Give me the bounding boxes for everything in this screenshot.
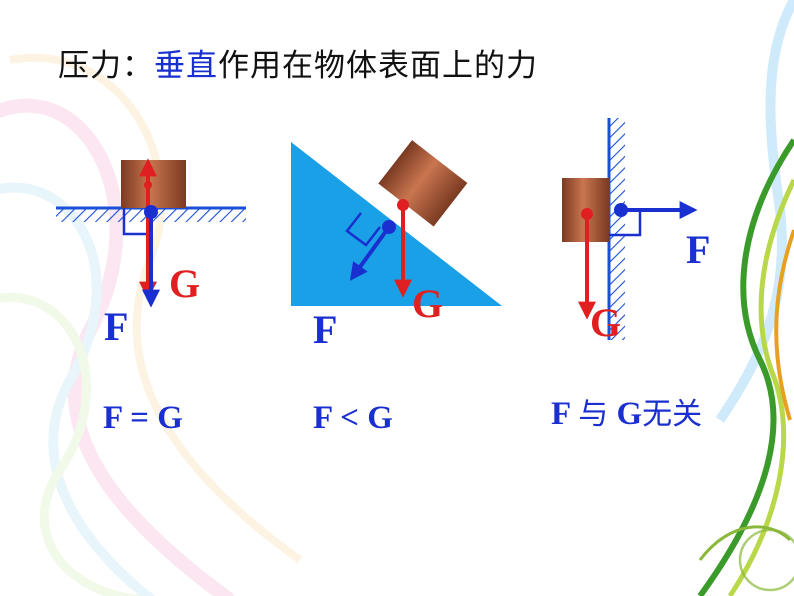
relation-1: F = G xyxy=(103,400,183,436)
right-angle-mark xyxy=(345,212,381,247)
relation-3: F 与 G无关 xyxy=(551,398,702,431)
force-label-3: F xyxy=(686,227,711,272)
title-emphasis: 垂直 xyxy=(154,48,218,84)
force-label-2: F xyxy=(313,307,338,352)
right-angle-mark xyxy=(609,210,642,237)
block-center-dot xyxy=(581,208,593,220)
title-suffix: 作用在物体表面上的力 xyxy=(218,48,538,84)
wall-hatch xyxy=(609,118,625,340)
force-label-1: F xyxy=(104,304,129,349)
relation-2: F < G xyxy=(313,400,393,436)
weight-label-1: G xyxy=(169,261,201,306)
contact-point-dot xyxy=(144,205,158,219)
contact-point-dot xyxy=(614,203,628,217)
incline xyxy=(291,142,502,306)
contact-point-dot xyxy=(382,220,396,234)
block xyxy=(378,140,468,227)
weight-label-3: G xyxy=(590,300,622,345)
relation-3-part-and: 与 xyxy=(578,397,609,432)
block-center-dot xyxy=(397,199,409,211)
diagram-wall xyxy=(562,118,698,340)
slide-title: 压力：垂直作用在物体表面上的力 xyxy=(58,40,538,85)
pressure-arrow xyxy=(349,225,391,281)
relation-3-part-unrelated: 无关 xyxy=(642,397,703,432)
decorative-swirls-right xyxy=(697,0,794,596)
title-prefix: 压力： xyxy=(58,48,154,84)
block-center-dot xyxy=(144,181,152,189)
decorative-swirls-left xyxy=(0,53,303,596)
diagram-incline xyxy=(291,140,502,306)
weight-label-2: G xyxy=(412,281,444,326)
block xyxy=(121,160,186,208)
relation-3-part-g: G xyxy=(608,396,643,432)
relation-3-part-f: F xyxy=(551,396,579,432)
diagram-horizontal xyxy=(56,158,246,308)
